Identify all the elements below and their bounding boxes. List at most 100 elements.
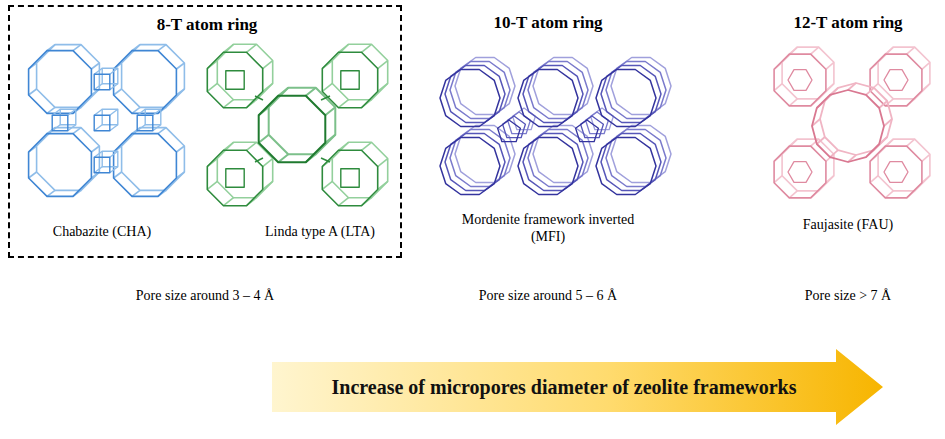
ring-front [29, 51, 92, 114]
ring-bond [322, 181, 332, 189]
ring-bond [826, 62, 834, 69]
framework-name: Chabazite (CHA) [53, 224, 151, 241]
ring-bond [224, 142, 234, 150]
ring-bond [110, 109, 118, 115]
ring-front [322, 150, 377, 205]
ten-ring [518, 138, 578, 195]
ring-bond [207, 83, 217, 91]
ring-bond [263, 61, 273, 69]
ring-bond [789, 47, 797, 54]
ring-bond [339, 142, 349, 150]
ring-front [870, 146, 922, 198]
ring-front [812, 90, 884, 162]
pore-size-note: Pore size > 7 Å [805, 288, 891, 305]
ring-bond [94, 167, 102, 173]
ring-bond [361, 142, 371, 150]
ring-front [94, 115, 110, 131]
five-ring [591, 108, 614, 130]
six-ring [788, 70, 812, 91]
ring-back [122, 45, 185, 108]
ring-bond [91, 146, 99, 152]
ten-ring [440, 70, 500, 127]
ring-bond [94, 68, 102, 74]
ring-bond [114, 172, 122, 178]
ring-bond [884, 119, 892, 126]
ring-bond [29, 172, 37, 178]
ring-bond [378, 61, 388, 69]
ring-bond [176, 146, 184, 152]
faujasite-framework [774, 47, 930, 198]
ring-bond [278, 154, 288, 162]
ring-bond [789, 99, 797, 106]
ring-bond [94, 84, 102, 90]
ring-bond [176, 63, 184, 69]
trend-arrow: Increase of micropores diameter of zeoli… [272, 348, 884, 426]
five-ring [498, 120, 521, 142]
ring-bond [224, 198, 234, 206]
ring-bond [848, 83, 856, 90]
ring-bond [378, 159, 388, 167]
framework-name: Faujasite (FAU) [803, 217, 893, 234]
ring-bond [246, 142, 256, 150]
framework-name: Linda type A (LTA) [265, 224, 375, 241]
arrow-body [272, 349, 883, 425]
ring-front [259, 96, 326, 163]
cage-bond [321, 96, 330, 100]
ring-bond [176, 89, 184, 95]
pore-size-note: Pore size around 3 – 4 Å [136, 288, 274, 305]
ring-bond [774, 176, 782, 183]
ring-back [122, 128, 185, 191]
chabazite-framework [29, 45, 185, 197]
ring-bond [52, 125, 60, 131]
ring-bond [94, 109, 102, 115]
five-ring [581, 116, 604, 138]
ring-bond [68, 109, 76, 115]
ring-front [52, 115, 68, 131]
ring-bond [922, 154, 930, 161]
ring-bond [207, 181, 217, 189]
ring-bond [158, 128, 166, 134]
ring-bond [774, 84, 782, 91]
ring-bond [91, 63, 99, 69]
ring-bond [306, 88, 316, 96]
cage-bond [321, 158, 330, 162]
five-ring [503, 116, 526, 138]
cage-bond [255, 158, 263, 162]
ring-bond [361, 44, 371, 52]
ring-bond [110, 84, 118, 90]
ring-bond [263, 83, 273, 91]
ring-bond [176, 172, 184, 178]
sodalite-square [226, 169, 244, 187]
ring-bond [158, 45, 166, 51]
ten-ring [518, 70, 578, 127]
six-ring [884, 70, 908, 91]
ring-bond [110, 167, 118, 173]
ring-bond [263, 181, 273, 189]
ring-front [114, 51, 177, 114]
ring-bond [68, 125, 76, 131]
ring-bond [73, 45, 81, 51]
ring-bond [922, 84, 930, 91]
ring-bond [922, 176, 930, 183]
ring-bond [322, 83, 332, 91]
ring-bond [325, 135, 335, 143]
ring-bond [879, 101, 887, 108]
ring-bond [153, 125, 161, 131]
ten-ring [596, 70, 656, 127]
ring-bond [325, 107, 335, 115]
ring-bond [110, 125, 118, 131]
ring-bond [29, 89, 37, 95]
ring-bond [47, 190, 55, 196]
ring-bond [110, 151, 118, 157]
ring-bond [259, 135, 269, 143]
ring-front [94, 157, 110, 173]
ring-front [94, 74, 110, 90]
five-ring [586, 112, 609, 134]
ring-bond [137, 109, 145, 115]
ring-bond [132, 45, 140, 51]
cage-bond [255, 96, 263, 100]
group-heading: 12-T atom ring [793, 13, 902, 33]
ring-bond [224, 100, 234, 108]
ring-bond [922, 62, 930, 69]
